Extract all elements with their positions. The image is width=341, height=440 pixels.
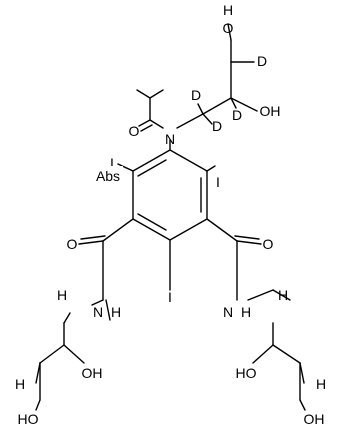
atom-h-right-low: H [316, 376, 326, 392]
atom-ho-left: HO [18, 411, 39, 427]
atom-i-right: I [216, 174, 220, 190]
atom-nh-right: H [241, 304, 251, 320]
atom-d-1: D [257, 53, 267, 69]
abs-label: Abs [96, 168, 120, 184]
atom-o-acetyl: O [129, 123, 140, 139]
atom-oh-side: OH [260, 103, 281, 119]
atom-n-central: N [165, 131, 175, 147]
atom-o-amide-right: O [263, 236, 274, 252]
atom-o-top: O [223, 20, 234, 36]
atom-nh-left: H [111, 304, 121, 320]
atom-d-4: D [212, 118, 222, 134]
atom-ho-right-mid: HO [236, 365, 257, 381]
atom-oh-right: OH [304, 411, 325, 427]
atom-d-2: D [232, 107, 242, 123]
atom-h-left-low: H [15, 376, 25, 392]
bonds [35, 23, 306, 411]
atom-h-top: H [223, 2, 233, 18]
atom-n-right: N [223, 304, 233, 320]
atom-labels: H O D D D D OH O N I Abs I I O O N H H N… [15, 2, 326, 427]
atom-i-bottom: I [168, 289, 172, 305]
atom-d-3: D [191, 87, 201, 103]
atom-h-right-chain: H [278, 287, 288, 303]
atom-oh-left-mid: OH [82, 365, 103, 381]
atom-i-left: I [110, 155, 114, 171]
atom-o-amide-left: O [67, 236, 78, 252]
atom-n-left: N [93, 304, 103, 320]
atom-h-left-chain: H [57, 287, 67, 303]
